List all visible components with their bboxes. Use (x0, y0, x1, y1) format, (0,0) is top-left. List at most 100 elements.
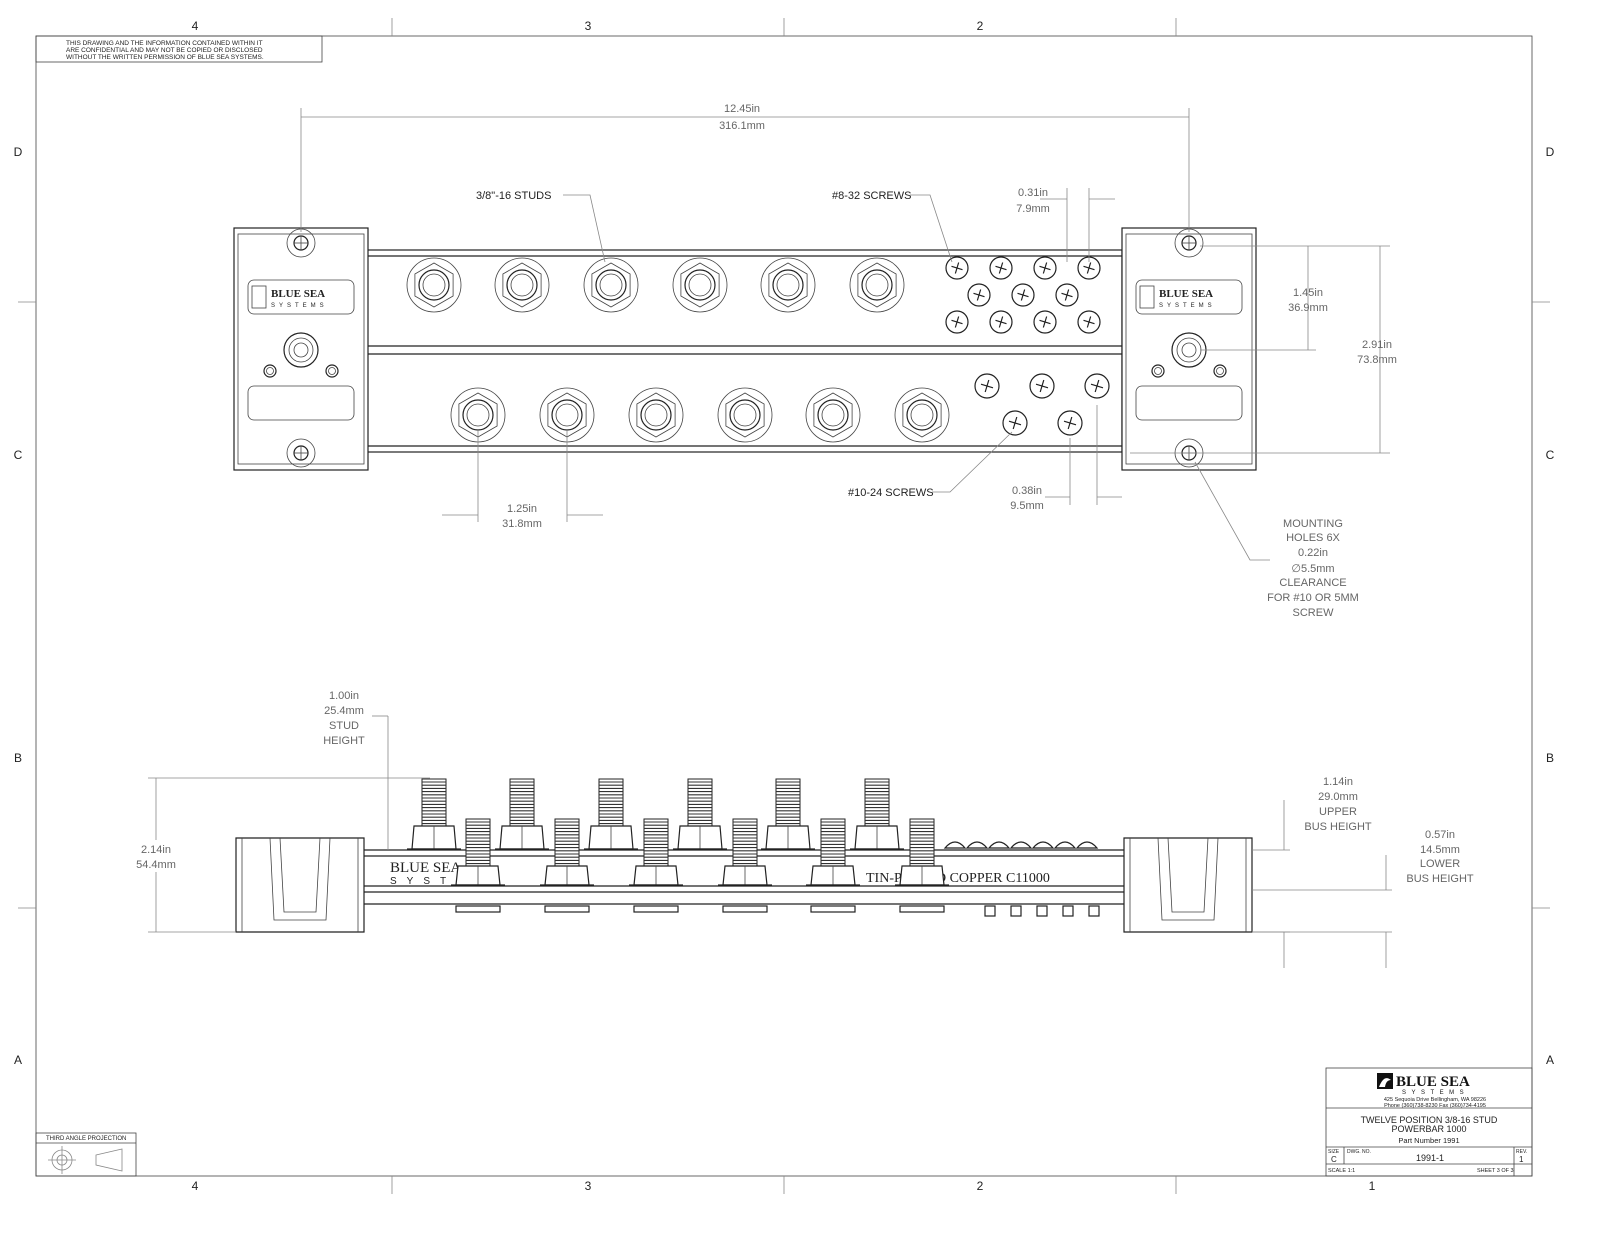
material-marking: TIN-PLATED COPPER C11000 (866, 871, 1050, 886)
zone-col-3-bottom: 3 (585, 1179, 592, 1193)
stud-nut (672, 257, 728, 313)
dim-upper-spacing-mm: 36.9mm (1288, 302, 1328, 314)
dim-overall-length-mm: 316.1mm (719, 120, 765, 132)
screw-head (1033, 256, 1057, 280)
company-name: BLUE SEA (1396, 1074, 1470, 1090)
zone-col-3: 3 (585, 19, 592, 33)
side-stud (584, 778, 638, 850)
screw-head-side (1031, 841, 1055, 849)
dwg-no-value: 1991-1 (1416, 1153, 1444, 1163)
mounting-holes-note: MOUNTING HOLES 6X 0.22in ∅5.5mm CLEARANC… (1267, 518, 1359, 619)
screw-tip (1036, 905, 1048, 917)
note-line: SCREW (1293, 607, 1335, 619)
stud-nut (717, 387, 773, 443)
stud-nut (805, 387, 861, 443)
zone-row-a-right: A (1546, 1053, 1554, 1067)
side-stud (495, 778, 549, 850)
logo-text: SYSTEMS (1159, 303, 1216, 309)
stud-nut (494, 257, 550, 313)
dimension-lines (300, 108, 1390, 561)
side-stud (761, 778, 815, 850)
projection-label: THIRD ANGLE PROJECTION (46, 1136, 126, 1142)
zone-col-4-bottom: 4 (192, 1179, 199, 1193)
sheet-number: SHEET 3 OF 3 (1477, 1168, 1514, 1174)
part-number: Part Number 1991 (1398, 1136, 1459, 1145)
note-line: MOUNTING (1283, 518, 1343, 530)
dim-overall-length-in: 12.45in (724, 103, 760, 115)
stud-nut (894, 387, 950, 443)
top-view (233, 227, 1257, 471)
stud-base (899, 905, 945, 913)
screw-head-side (1009, 841, 1033, 849)
side-end-block (1123, 837, 1253, 933)
mounting-hole (286, 438, 316, 468)
screw-head (974, 373, 1000, 399)
note-line: FOR #10 OR 5MM (1267, 592, 1359, 604)
side-view: BLUE SEA SYSTEMS TIN-PLATED COPPER C1100… (235, 778, 1253, 933)
dim-overall-height-in: 2.14in (141, 844, 171, 856)
zone-row-b: B (14, 751, 22, 765)
stud-base (455, 905, 501, 913)
dim-stud-height-label: STUD (329, 720, 359, 732)
dim-stud-height-in: 1.00in (329, 690, 359, 702)
zone-col-4: 4 (192, 19, 199, 33)
screw-head-side (943, 841, 967, 849)
note-line: 0.22in (1298, 547, 1328, 559)
dim-screw10-pitch-mm: 9.5mm (1010, 500, 1044, 512)
zone-col-1-bottom: 1 (1369, 1179, 1376, 1193)
note-line: HOLES 6X (1286, 532, 1340, 544)
side-end-block (235, 837, 365, 933)
screw-head-side (965, 841, 989, 849)
rev-label: REV. (1516, 1149, 1527, 1155)
dim-stud-pitch-in: 1.25in (507, 503, 537, 515)
side-stud (540, 818, 594, 886)
dim-screw10-pitch-in: 0.38in (1012, 485, 1042, 497)
screw-tip (1088, 905, 1100, 917)
stud-base (633, 905, 679, 913)
screw-head (1055, 283, 1079, 307)
screw-head-side (987, 841, 1011, 849)
screw-head (1084, 373, 1110, 399)
dim-upper-bus-label: BUS HEIGHT (1304, 821, 1372, 833)
stud-nut (406, 257, 462, 313)
screw-head (1033, 310, 1057, 334)
logo-text: SYSTEMS (271, 303, 328, 309)
stud-nut (583, 257, 639, 313)
side-stud (451, 818, 505, 886)
company-sub: SYSTEMS (1402, 1090, 1469, 1096)
note-line: ∅5.5mm (1291, 563, 1334, 575)
zone-col-2: 2 (977, 19, 984, 33)
callout-studs: 3/8"-16 STUDS (476, 190, 551, 202)
dim-screw8-pitch-mm: 7.9mm (1016, 203, 1050, 215)
side-stud (629, 818, 683, 886)
stud-base (722, 905, 768, 913)
drawing-title-line2: POWERBAR 1000 (1391, 1124, 1466, 1134)
dim-lower-bus-label: LOWER (1420, 858, 1460, 870)
screw-head (1011, 283, 1035, 307)
dim-upper-spacing-in: 1.45in (1293, 287, 1323, 299)
side-logo-text: SYSTEMS (390, 876, 508, 887)
callout-8-32-screws: #8-32 SCREWS (832, 190, 911, 202)
screw-tip (1062, 905, 1074, 917)
side-stud (806, 818, 860, 886)
center-post (283, 332, 319, 368)
side-stud (673, 778, 727, 850)
end-block (1121, 227, 1257, 471)
screw-head (945, 310, 969, 334)
dim-screw8-pitch-in: 0.31in (1018, 187, 1048, 199)
screw-head (1002, 410, 1028, 436)
dim-stud-height-mm: 25.4mm (324, 705, 364, 717)
confidentiality-notice: THIS DRAWING AND THE INFORMATION CONTAIN… (35, 35, 323, 63)
dim-lower-bus-mm: 14.5mm (1420, 844, 1460, 856)
stud-nut (760, 257, 816, 313)
zone-row-c-right: C (1546, 448, 1555, 462)
zone-row-b-right: B (1546, 751, 1554, 765)
screw-head (1029, 373, 1055, 399)
zone-row-a: A (14, 1053, 22, 1067)
dim-lower-bus-label: BUS HEIGHT (1406, 873, 1474, 885)
company-phone: Phone (360)738-8230 Fax (360)734-4195 (1384, 1103, 1486, 1109)
notice-line: WITHOUT THE WRITTEN PERMISSION OF BLUE S… (66, 54, 264, 61)
screw-head (989, 310, 1013, 334)
dwg-no-label: DWG. NO. (1347, 1149, 1371, 1155)
